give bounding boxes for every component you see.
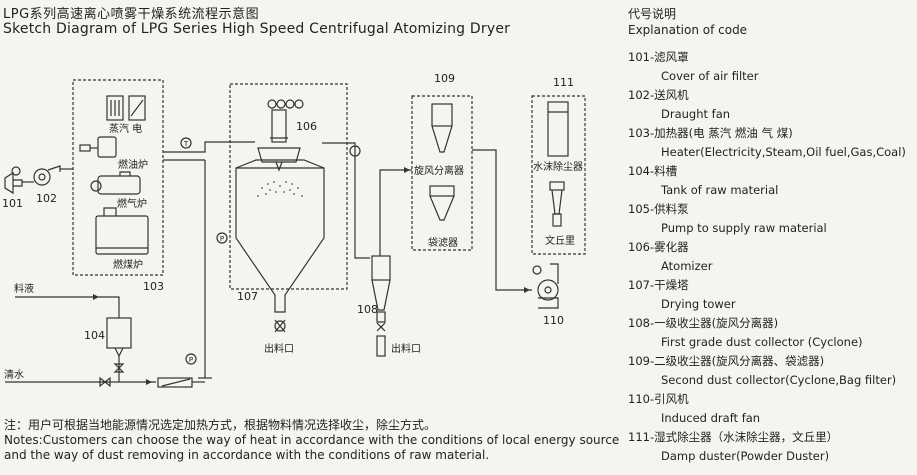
heater-oil-furnace — [79, 136, 117, 158]
heater-steam-electric — [106, 95, 146, 121]
label-venturi: 文丘里 — [545, 234, 575, 247]
label-clean-water: 清水 — [4, 368, 24, 381]
legend-item-108-en: First grade dust collector (Cyclone) — [661, 335, 863, 349]
label-oil-furnace: 燃油炉 — [118, 158, 148, 171]
legend-item-110-cn: 110-引风机 — [628, 392, 689, 406]
supply-pump-105 — [157, 377, 193, 388]
label-outlet-108: 出料口 — [391, 342, 421, 355]
spray-pattern — [257, 181, 303, 197]
induced-fan-110 — [532, 263, 559, 309]
legend-item-109-en: Second dust collector(Cyclone,Bag filter… — [661, 373, 897, 387]
label-109: 109 — [434, 72, 455, 85]
legend-item-111-cn: 111-湿式除尘器（水沫除尘器，文丘里） — [628, 430, 839, 444]
notes: 注：用户可根据当地能源情况选定加热方式，根据物料情况选择收尘，除尘方式。 Not… — [4, 418, 624, 463]
label-103: 103 — [143, 280, 164, 293]
instrument-ring-4 — [294, 99, 304, 109]
legend: 101-滤风罩 Cover of air filter 102-送风机 Drau… — [628, 48, 916, 466]
legend-item-102-en: Draught fan — [661, 107, 731, 121]
legend-item-103-cn: 103-加热器(电 蒸汽 燃油 气 煤) — [628, 126, 793, 140]
label-liquid-feed: 料液 — [14, 282, 34, 295]
label-108: 108 — [357, 303, 378, 316]
arrow-water — [146, 379, 152, 385]
gauge-pressure-3 — [349, 145, 361, 157]
title-chinese: LPG系列高速离心喷雾干燥系统流程示意图 — [3, 7, 260, 22]
legend-item-106-cn: 106-雾化器 — [628, 240, 689, 254]
instrument-ring-2 — [276, 99, 286, 109]
legend-item-105-en: Pump to supply raw material — [661, 221, 827, 235]
instrument-ring-3 — [285, 99, 295, 109]
legend-header-cn: 代号说明 — [628, 7, 677, 21]
cyclone-108 — [371, 169, 412, 357]
material-tank-104 — [106, 306, 132, 358]
heater-box-103 — [72, 79, 164, 276]
valve-water — [99, 376, 111, 388]
draught-fan-102 — [22, 165, 61, 186]
label-water-duster: 水沫除尘器 — [533, 160, 583, 173]
legend-item-110-en: Induced draft fan — [661, 411, 761, 425]
legend-item-106-en: Atomizer — [661, 259, 713, 273]
legend-item-104-cn: 104-料槽 — [628, 164, 678, 178]
label-107: 107 — [237, 290, 258, 303]
collector-box-109 — [411, 95, 473, 251]
water-duster-111 — [547, 101, 569, 157]
legend-item-107-en: Drying tower — [661, 297, 736, 311]
label-104: 104 — [84, 329, 105, 342]
venturi-111 — [549, 181, 565, 227]
air-filter-101 — [4, 166, 23, 195]
legend-item-101-cn: 101-滤风罩 — [628, 50, 689, 64]
legend-item-111-en: Damp duster(Powder Duster) — [661, 449, 830, 463]
arrow-to-cyclone-109 — [404, 167, 410, 173]
label-106: 106 — [296, 120, 317, 133]
damp-duster-box-111 — [531, 95, 586, 255]
label-coal-furnace: 燃煤炉 — [113, 258, 143, 271]
gauge-pressure-2-label: P — [189, 356, 193, 364]
legend-item-103-en: Heater(Electricity,Steam,Oil fuel,Gas,Co… — [661, 145, 906, 159]
label-outlet-107: 出料口 — [264, 342, 294, 355]
gauge-pressure-1-label: P — [220, 235, 224, 243]
label-101: 101 — [2, 197, 23, 210]
title-english: Sketch Diagram of LPG Series High Speed … — [3, 21, 511, 37]
notes-en: Notes:Customers can choose the way of he… — [4, 433, 620, 462]
bag-filter-109 — [429, 185, 455, 221]
heater-gas-furnace — [90, 171, 141, 195]
gauge-pressure-2 — [185, 353, 197, 365]
label-111: 111 — [553, 76, 574, 89]
legend-item-105-cn: 105-供料泵 — [628, 202, 689, 216]
liquid-feed-line — [15, 296, 120, 306]
label-102: 102 — [36, 192, 57, 205]
label-gas-furnace: 燃气炉 — [117, 197, 147, 210]
legend-item-108-cn: 108-一级收尘器(旋风分离器) — [628, 316, 779, 330]
valve-feed — [113, 363, 125, 373]
gauge-temperature-1-label: T — [183, 140, 189, 148]
heater-coal-furnace — [95, 207, 149, 255]
legend-item-109-cn: 109-二级收尘器(旋风分离器、袋滤器) — [628, 354, 825, 368]
drying-tower-107 — [235, 142, 345, 333]
cyclone-109 — [431, 103, 453, 153]
legend-item-101-en: Cover of air filter — [661, 69, 759, 83]
arrow-liquid — [93, 294, 99, 300]
legend-item-104-en: Tank of raw material — [661, 183, 779, 197]
legend-header: 代号说明 Explanation of code — [628, 6, 747, 38]
label-cyclone-109: 旋风分离器 — [414, 164, 464, 177]
notes-cn: 注：用户可根据当地能源情况选定加热方式，根据物料情况选择收尘，除尘方式。 — [4, 418, 437, 432]
process-flow-diagram: T P P 101 102 103 104 106 107 108 109 11… — [2, 72, 586, 388]
instrument-ring-1 — [267, 99, 277, 109]
gauge-pressure-1 — [216, 232, 228, 244]
gauge-temperature-1 — [180, 137, 192, 149]
atomizer-106 — [257, 109, 301, 172]
atomizer-box-106 — [229, 83, 348, 290]
arrow-to-fan — [524, 287, 530, 293]
legend-header-en: Explanation of code — [628, 23, 748, 37]
legend-item-102-cn: 102-送风机 — [628, 88, 689, 102]
legend-item-107-cn: 107-干燥塔 — [628, 278, 689, 292]
label-110: 110 — [543, 314, 564, 327]
label-bag-filter: 袋滤器 — [428, 236, 458, 249]
label-steam-electric: 蒸汽 电 — [109, 122, 142, 135]
